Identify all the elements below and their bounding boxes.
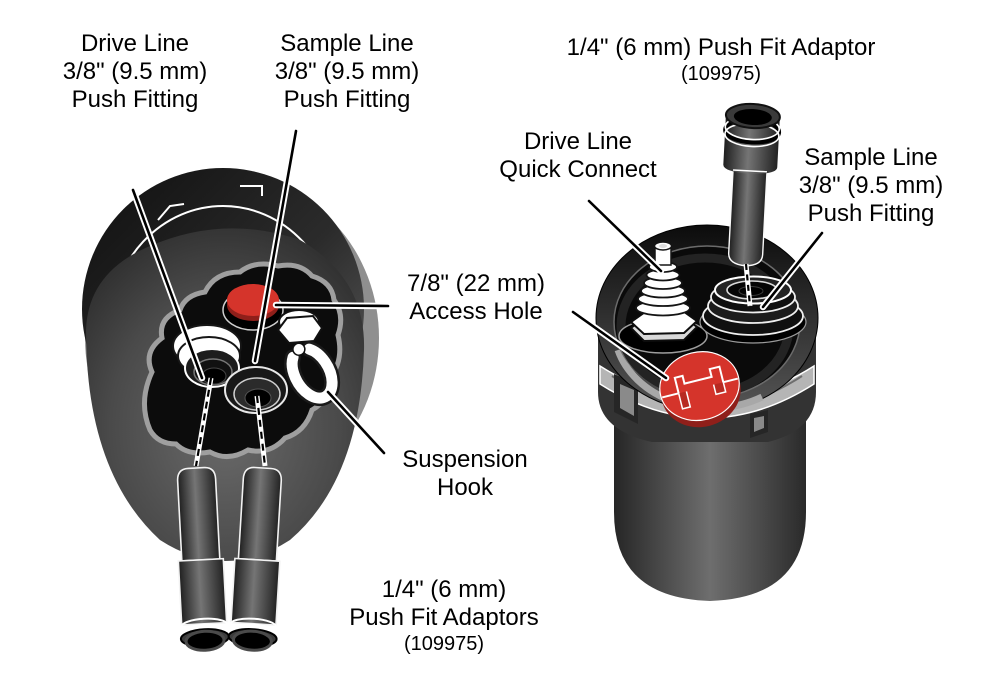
adaptor-dashed-path [743, 263, 753, 307]
label-line: 3/8" (9.5 mm) [274, 58, 420, 85]
label-line: Push Fit Adaptors [349, 604, 539, 631]
label-sample-line-fitting-right: Sample Line 3/8" (9.5 mm) Push Fitting [761, 144, 981, 228]
sample-line-dashed-path [254, 395, 268, 467]
label-line: Suspension [402, 446, 528, 473]
label-drive-line-quick-connect: Drive Line Quick Connect [468, 128, 688, 184]
label-line: 3/8" (9.5 mm) [798, 172, 944, 199]
label-part-number: (109975) [680, 63, 762, 85]
sample-line-push-fitting [224, 366, 288, 414]
label-suspension-hook: Suspension Hook [355, 446, 575, 502]
label-line: 3/8" (9.5 mm) [62, 58, 208, 85]
push-fit-adaptor-tube-right [227, 466, 283, 652]
label-access-hole: 7/8" (22 mm) Access Hole [366, 270, 586, 326]
label-line: Drive Line [80, 30, 190, 57]
push-fit-adaptor-tube-left [176, 466, 230, 652]
label-line: Drive Line [523, 128, 633, 155]
leader-lines [129, 127, 826, 457]
label-push-fit-adaptors-bottom: 1/4" (6 mm) Push Fit Adaptors (109975) [324, 576, 564, 657]
label-line: Push Fitting [807, 200, 935, 227]
label-line: Push Fitting [283, 86, 411, 113]
label-line: Sample Line [804, 144, 938, 171]
label-line: Quick Connect [499, 156, 657, 183]
label-line: Hook [436, 474, 494, 501]
suspension-hook [276, 309, 341, 407]
leader-quick-connect [585, 197, 665, 275]
cap-cylinder-body [614, 390, 806, 601]
label-line: Push Fitting [71, 86, 199, 113]
label-line: Sample Line [280, 30, 414, 57]
leader-sample-fitting-right [759, 229, 826, 311]
leader-suspension-hook [324, 388, 388, 457]
label-part-number: (109975) [403, 633, 485, 655]
sample-line-push-fitting-top [699, 275, 807, 344]
label-line: Access Hole [409, 298, 543, 325]
push-fit-adaptor-tube-top [723, 102, 782, 267]
drive-line-dashed-path [193, 377, 214, 467]
well-cap-top-view [595, 102, 819, 601]
drive-line-quick-connect [618, 241, 708, 354]
leader-access-hole-right [569, 308, 670, 382]
label-push-fit-adaptor-top: 1/4" (6 mm) Push Fit Adaptor (109975) [511, 34, 931, 87]
label-line: 1/4" (6 mm) [381, 576, 507, 603]
leader-access-hole-left [272, 301, 392, 310]
leader-sample-fitting-left [251, 127, 300, 365]
label-line: 1/4" (6 mm) Push Fit Adaptor [566, 34, 876, 61]
leader-drive-fitting-left [129, 186, 206, 382]
label-sample-line-fitting-left: Sample Line 3/8" (9.5 mm) Push Fitting [237, 30, 457, 114]
access-hole-plug-right [659, 351, 741, 428]
label-drive-line-fitting: Drive Line 3/8" (9.5 mm) Push Fitting [25, 30, 245, 114]
label-line: 7/8" (22 mm) [407, 270, 545, 297]
